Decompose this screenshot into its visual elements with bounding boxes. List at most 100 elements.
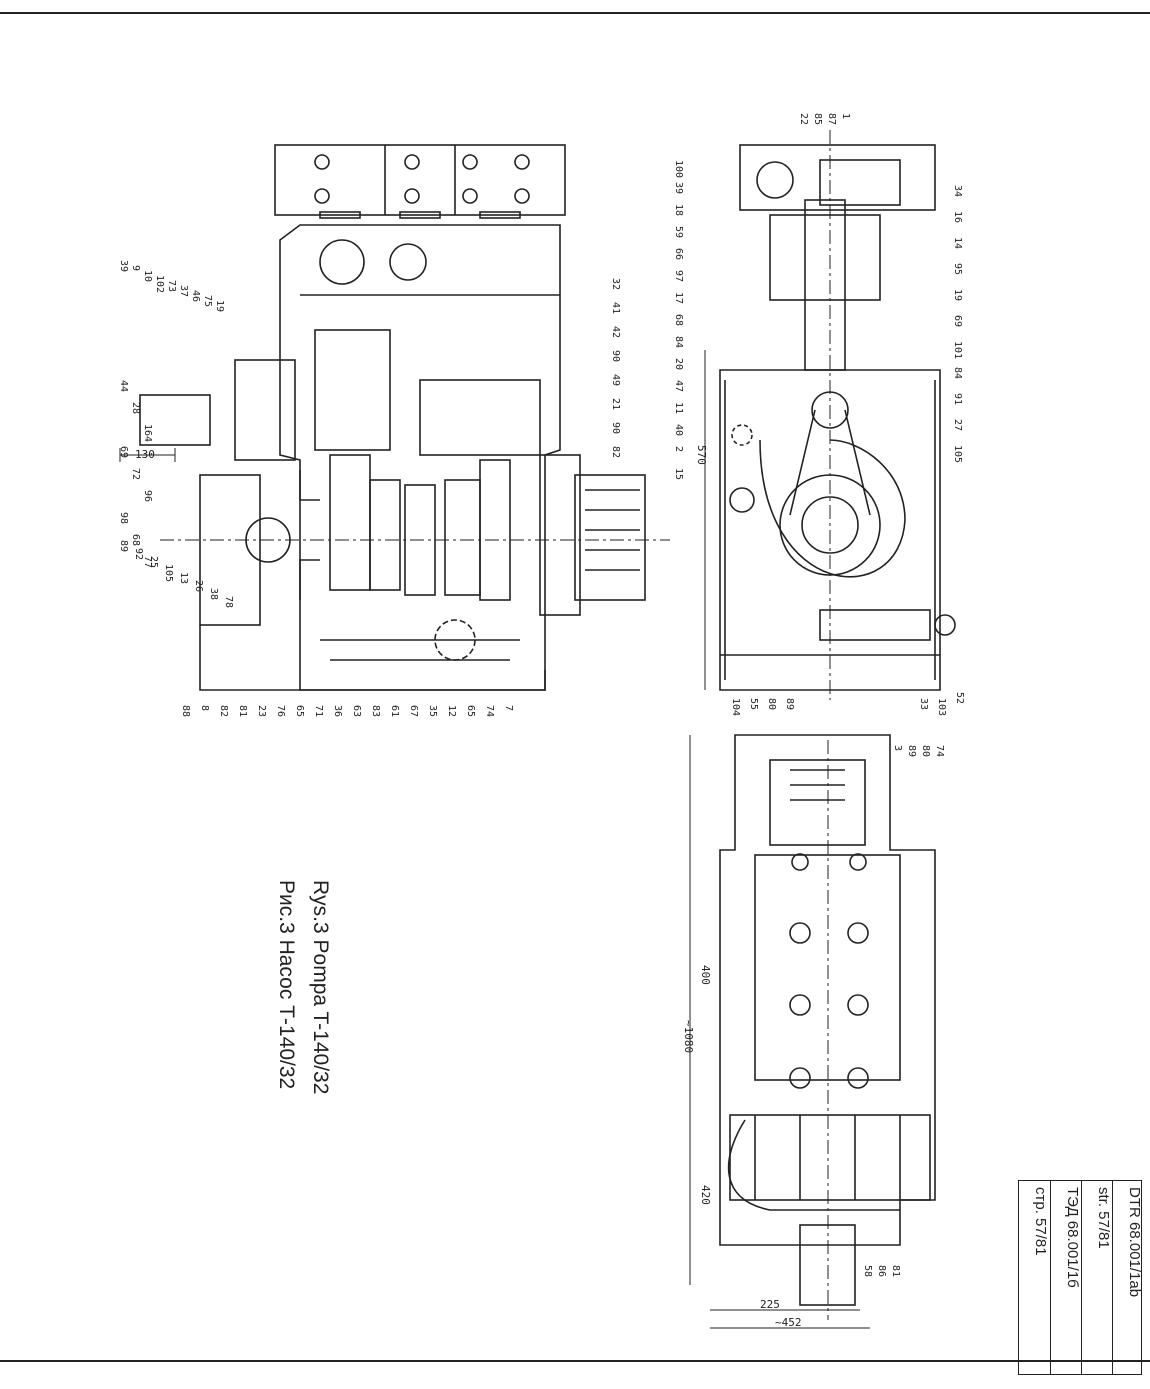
callout-number: 82	[610, 446, 621, 459]
callout-number: 65	[465, 705, 476, 718]
caption-line-2: Рис.3 Насос Т-140/32	[275, 880, 298, 1090]
callout-number: 39	[673, 182, 684, 195]
callout-number: 96	[142, 490, 153, 503]
callout-number: 36	[332, 705, 343, 718]
callout-number: 16	[952, 211, 963, 224]
callout-number: 89	[118, 540, 129, 553]
callout-number: 20	[673, 358, 684, 371]
callout-number: 98	[118, 512, 129, 525]
callout-number: 49	[610, 374, 621, 387]
callout-number: 58	[862, 1265, 873, 1278]
callout-number: 59	[673, 226, 684, 239]
callout-number: 10	[142, 270, 153, 283]
callout-number: 105	[952, 445, 963, 464]
callout-number: 92	[133, 548, 144, 561]
callout-number: 80	[920, 745, 931, 758]
callout-number: 95	[952, 263, 963, 276]
title-block-row-3: ТЭД 68.001/1б	[1050, 1181, 1081, 1374]
callout-number: 101	[952, 341, 963, 360]
callout-number: 65	[294, 705, 305, 718]
callout-number: 72	[130, 468, 141, 481]
callout-number: 76	[275, 705, 286, 718]
callout-number: 18	[673, 204, 684, 217]
callout-number: 34	[952, 185, 963, 198]
title-block-row-2: str. 57/81	[1081, 1181, 1112, 1374]
callout-number: 8	[199, 705, 210, 712]
dimension-130: 130	[135, 448, 155, 461]
callout-number: 97	[673, 270, 684, 283]
callout-number: 105	[163, 564, 174, 583]
callout-number: 100	[673, 160, 684, 179]
callout-number: 74	[934, 745, 945, 758]
title-block-row-4: стр. 57/81	[1032, 1187, 1049, 1256]
callout-number: 26	[193, 580, 204, 593]
callout-number: 19	[952, 289, 963, 302]
callout-number: 9	[130, 265, 141, 272]
callout-number: 75	[202, 295, 213, 308]
dimension-400: 400	[699, 965, 712, 985]
caption-line-1: Rys.3 Pompa T-140/32	[309, 880, 332, 1095]
callout-number: 23	[256, 705, 267, 718]
cross-section-view	[704, 130, 956, 700]
callout-number: 85	[812, 113, 823, 126]
callout-number: 73	[166, 280, 177, 293]
dimension-452: ~452	[775, 1316, 802, 1329]
callout-number: 7	[503, 705, 514, 712]
callout-number: 69	[952, 315, 963, 328]
callout-number: 25	[148, 556, 159, 569]
callout-number: 55	[748, 698, 759, 711]
callout-number: 78	[223, 596, 234, 609]
callout-number: 91	[952, 393, 963, 406]
callout-number: 74	[484, 705, 495, 718]
callout-number: 1	[840, 113, 851, 120]
dimension-1080: ~1080	[682, 1020, 695, 1054]
callout-number: 12	[446, 705, 457, 718]
dimension-570: 570	[695, 445, 708, 465]
callout-number: 19	[214, 300, 225, 313]
callout-number: 46	[190, 290, 201, 303]
callout-number: 22	[798, 113, 809, 126]
callout-number: 15	[673, 468, 684, 481]
callout-number: 21	[610, 398, 621, 411]
callout-number: 66	[673, 248, 684, 261]
callout-number: 47	[673, 380, 684, 393]
callout-number: 164	[142, 424, 153, 443]
callout-number: 71	[313, 705, 324, 718]
callout-number: 83	[370, 705, 381, 718]
callout-number: 84	[673, 336, 684, 349]
top-border-line	[0, 12, 1150, 14]
callout-number: 41	[610, 302, 621, 315]
callout-number: 88	[180, 705, 191, 718]
callout-number: 52	[954, 692, 965, 705]
callout-number: 90	[610, 422, 621, 435]
callout-number: 81	[890, 1265, 901, 1278]
bottom-border-line	[0, 1360, 1150, 1362]
callout-number: 84	[952, 367, 963, 380]
callout-number: 33	[918, 698, 929, 711]
callout-number: 2	[673, 446, 684, 453]
title-block-row-1: DTR 68.001/1ab	[1112, 1181, 1143, 1374]
callout-number: 14	[952, 237, 963, 250]
callout-number: 80	[766, 698, 777, 711]
callout-number: 28	[130, 402, 141, 415]
callout-number: 39	[118, 260, 129, 273]
dimension-420: 420	[699, 1185, 712, 1205]
callout-number: 102	[154, 275, 165, 294]
callout-number: 104	[730, 698, 741, 717]
callout-number: 42	[610, 326, 621, 339]
callout-number: 89	[906, 745, 917, 758]
callout-number: 3	[892, 745, 903, 752]
callout-number: 68	[673, 314, 684, 327]
callout-number: 32	[610, 278, 621, 291]
callout-number: 86	[876, 1265, 887, 1278]
title-block: стр. 57/81 ТЭД 68.001/1б str. 57/81 DTR …	[1018, 1180, 1143, 1375]
callout-number: 68	[130, 534, 141, 547]
callout-number: 69	[118, 446, 129, 459]
callout-number: 103	[936, 698, 947, 717]
callout-number: 67	[408, 705, 419, 718]
callout-number: 87	[826, 113, 837, 126]
callout-number: 38	[208, 588, 219, 601]
callout-number: 90	[610, 350, 621, 363]
